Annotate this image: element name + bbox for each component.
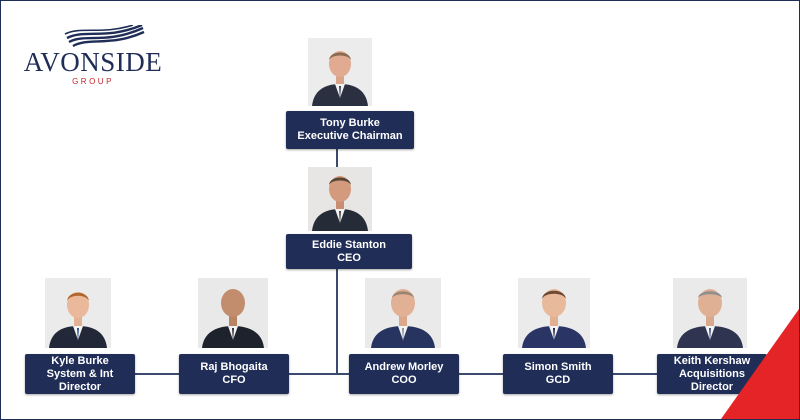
person-name: Kyle Burke [51, 354, 109, 367]
portrait-photo [308, 167, 372, 231]
person-name: Keith Kershaw [673, 354, 751, 367]
logo-subtitle: GROUP [72, 77, 114, 86]
person-icon [45, 278, 111, 348]
person-name: Simon Smith [524, 361, 592, 373]
person-card-simon: Simon Smith GCD [503, 354, 613, 394]
person-name: Tony Burke [320, 117, 380, 129]
portrait-photo [518, 278, 590, 348]
person-icon [308, 167, 372, 231]
person-title: CFO [222, 374, 246, 386]
person-icon [365, 278, 441, 348]
portrait-photo [365, 278, 441, 348]
person-icon [518, 278, 590, 348]
person-title: CEO [337, 251, 361, 264]
connector-line [336, 149, 338, 167]
connector-line [336, 269, 338, 373]
person-title: GCD [545, 374, 571, 386]
person-icon [673, 278, 747, 348]
person-card-raj: Raj Bhogaita CFO [179, 354, 289, 394]
portrait-photo [673, 278, 747, 348]
logo-wordmark: AVONSIDE [23, 47, 163, 77]
decorative-red-corner [721, 309, 799, 419]
person-card-eddie: Eddie Stanton CEO [286, 234, 412, 269]
portrait-photo [198, 278, 268, 348]
person-card-andrew: Andrew Morley COO [349, 354, 459, 394]
portrait-photo [308, 38, 372, 106]
person-title-line2: Director [690, 380, 734, 393]
person-name: Andrew Morley [364, 361, 444, 373]
person-title-line2: Director [58, 380, 102, 393]
person-title: Executive Chairman [297, 130, 403, 142]
person-icon [308, 38, 372, 106]
person-title: System & Int [46, 367, 114, 380]
avonside-logo: AVONSIDE GROUP [23, 25, 163, 87]
person-card-tony: Tony Burke Executive Chairman [286, 111, 414, 149]
person-title: Acquisitions [678, 367, 745, 380]
portrait-photo [45, 278, 111, 348]
wave-logo-icon [64, 25, 145, 47]
person-name: Raj Bhogaita [200, 361, 268, 373]
person-title: COO [391, 374, 417, 386]
person-name: Eddie Stanton [312, 238, 386, 251]
person-card-kyle: Kyle Burke System & Int Director [25, 354, 135, 394]
person-icon [198, 278, 268, 348]
